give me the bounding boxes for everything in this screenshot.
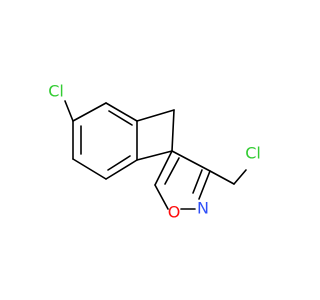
bond-c6-c1 <box>72 102 107 122</box>
bond-ch2-c8 <box>171 109 175 152</box>
bond-n-c10 <box>198 170 211 200</box>
chloromethyl-chlorine-atom-label: Cl <box>245 144 261 163</box>
bond-ch2-cl <box>233 169 247 185</box>
bond-c9-o <box>154 184 169 210</box>
bond-c8-c9 <box>154 150 173 186</box>
bonds <box>64 100 247 210</box>
atom-labels: Cl O N Cl <box>48 82 261 222</box>
bond-c3-c9 <box>136 150 173 161</box>
bond-c10-c8 <box>171 150 211 172</box>
bond-c3-c4-inner <box>107 155 131 171</box>
bond-c4-c5 <box>72 158 107 180</box>
bond-c3-c4 <box>105 159 138 180</box>
bond-c6-cl <box>64 100 74 122</box>
bond-c1-c2 <box>105 102 138 122</box>
bond-c10-ch2cl <box>209 170 235 185</box>
chlorine-atom-label: Cl <box>48 82 64 101</box>
bond-n-c10-inner <box>192 169 203 194</box>
bond-c8-c9-inner <box>164 157 180 185</box>
oxygen-atom-label: O <box>168 203 181 222</box>
molecule-structure: Cl O N Cl <box>48 82 261 222</box>
bond-c1-c2-inner <box>108 110 133 126</box>
bond-c2-ch2 <box>136 109 175 122</box>
nitrogen-atom-label: N <box>197 199 209 218</box>
